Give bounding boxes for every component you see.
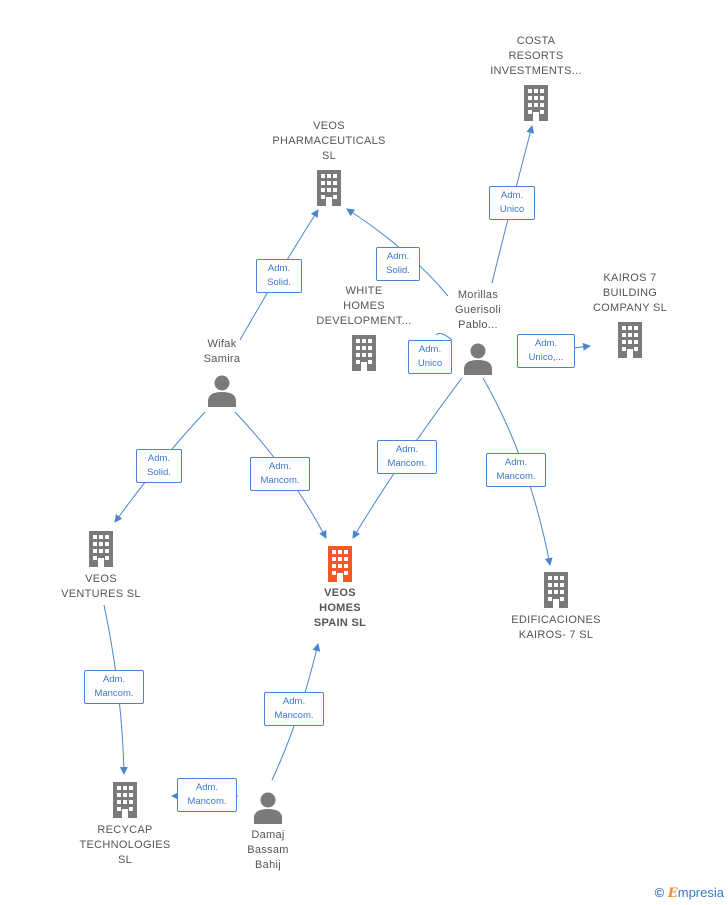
role-label[interactable]: Adm.Solid. xyxy=(376,247,420,281)
empresia-logo: © Empresia xyxy=(654,885,724,901)
role-label[interactable]: Adm.Mancom. xyxy=(84,670,144,704)
role-label[interactable]: Adm.Solid. xyxy=(256,259,302,293)
role-label[interactable]: Adm.Mancom. xyxy=(250,457,310,491)
building-icon xyxy=(540,572,572,608)
building-icon xyxy=(109,782,141,818)
building-icon xyxy=(313,170,345,206)
role-label[interactable]: Adm.Mancom. xyxy=(177,778,237,812)
role-label[interactable]: Adm.Mancom. xyxy=(377,440,437,474)
role-label[interactable]: Adm.Unico,... xyxy=(517,334,575,368)
building-icon xyxy=(614,322,646,358)
building-icon xyxy=(324,546,356,582)
role-label[interactable]: Adm.Unico xyxy=(489,186,535,220)
person-icon xyxy=(207,375,237,407)
building-icon xyxy=(85,531,117,567)
building-icon xyxy=(520,85,552,121)
person-icon xyxy=(463,343,493,375)
edge-morillas-white-homes xyxy=(435,332,453,341)
building-icon xyxy=(348,335,380,371)
role-label[interactable]: Adm.Solid. xyxy=(136,449,182,483)
person-icon xyxy=(253,792,283,824)
role-label[interactable]: Adm.Mancom. xyxy=(486,453,546,487)
role-label[interactable]: Adm.Mancom. xyxy=(264,692,324,726)
role-label[interactable]: Adm.Unico xyxy=(408,340,452,374)
